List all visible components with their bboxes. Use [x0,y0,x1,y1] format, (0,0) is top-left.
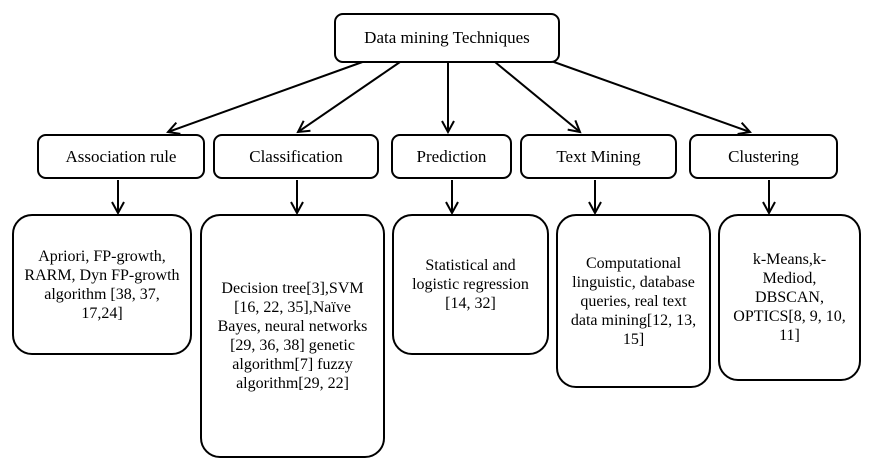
technique-clustering: Clustering [689,134,838,179]
details-classification: Decision tree[3],SVM [16, 22, 35],Naïve … [200,214,385,458]
details-text-mining: Computational linguistic, database queri… [556,214,711,388]
technique-label: Clustering [728,146,799,166]
details-text: Apriori, FP-growth, RARM, Dyn FP-growth … [24,247,180,322]
details-text: Decision tree[3],SVM [16, 22, 35],Naïve … [217,280,368,392]
root-node: Data mining Techniques [334,13,560,63]
root-label: Data mining Techniques [364,28,530,47]
technique-label: Association rule [65,146,177,166]
technique-association-rule: Association rule [37,134,205,179]
technique-label: Text Mining [556,146,641,166]
arrow-root-to-classification [298,61,401,132]
technique-label: Prediction [416,146,487,166]
technique-classification: Classification [213,134,379,179]
arrow-root-to-association-rule [168,59,369,132]
details-association-rule: Apriori, FP-growth, RARM, Dyn FP-growth … [12,214,192,355]
details-prediction: Statistical and logistic regression [14,… [392,214,549,355]
technique-text-mining: Text Mining [520,134,677,179]
details-text: Computational linguistic, database queri… [570,254,697,348]
arrow-root-to-clustering [539,56,750,132]
arrow-root-to-text-mining [494,61,580,132]
details-clustering: k-Means,k-Mediod, DBSCAN, OPTICS[8, 9, 1… [718,214,861,381]
details-text: k-Means,k-Mediod, DBSCAN, OPTICS[8, 9, 1… [733,251,846,344]
technique-label: Classification [249,146,343,166]
details-text: Statistical and logistic regression [14,… [412,257,529,312]
technique-prediction: Prediction [391,134,512,179]
